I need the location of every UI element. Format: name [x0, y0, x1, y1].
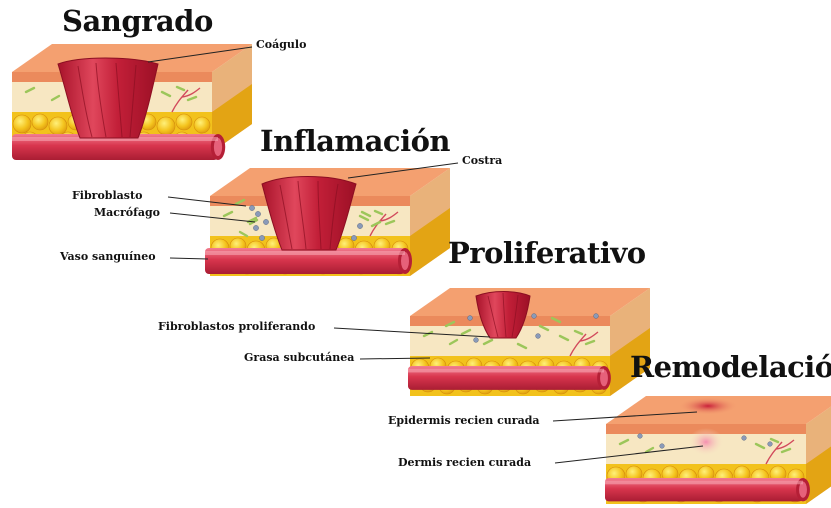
label-grasa-subcutanea: Grasa subcutánea — [244, 351, 354, 364]
stage-title-remodelacion: Remodelación — [630, 350, 831, 384]
label-dermis-recien-curada: Dermis recien curada — [398, 456, 531, 469]
stage-title-proliferativo: Proliferativo — [448, 236, 646, 270]
label-fibroblasto: Fibroblasto — [72, 189, 142, 202]
stage-title-inflamacion: Inflamación — [260, 124, 450, 158]
label-vaso-sanguineo: Vaso sanguíneo — [60, 250, 156, 263]
label-costra: Costra — [462, 154, 502, 167]
stage-title-sangrado: Sangrado — [62, 4, 213, 38]
label-coagulo: Coágulo — [256, 38, 306, 51]
label-macrofago: Macrófago — [94, 206, 160, 219]
proliferativo-vessel — [408, 366, 611, 390]
label-fibroblastos-proliferando: Fibroblastos proliferando — [158, 320, 315, 333]
inflamacion-vessel — [205, 248, 412, 274]
remodelacion-healed-dermis — [688, 428, 724, 456]
label-epidermis-recien-curada: Epidermis recien curada — [388, 414, 540, 427]
remodelacion-vessel — [605, 478, 810, 501]
